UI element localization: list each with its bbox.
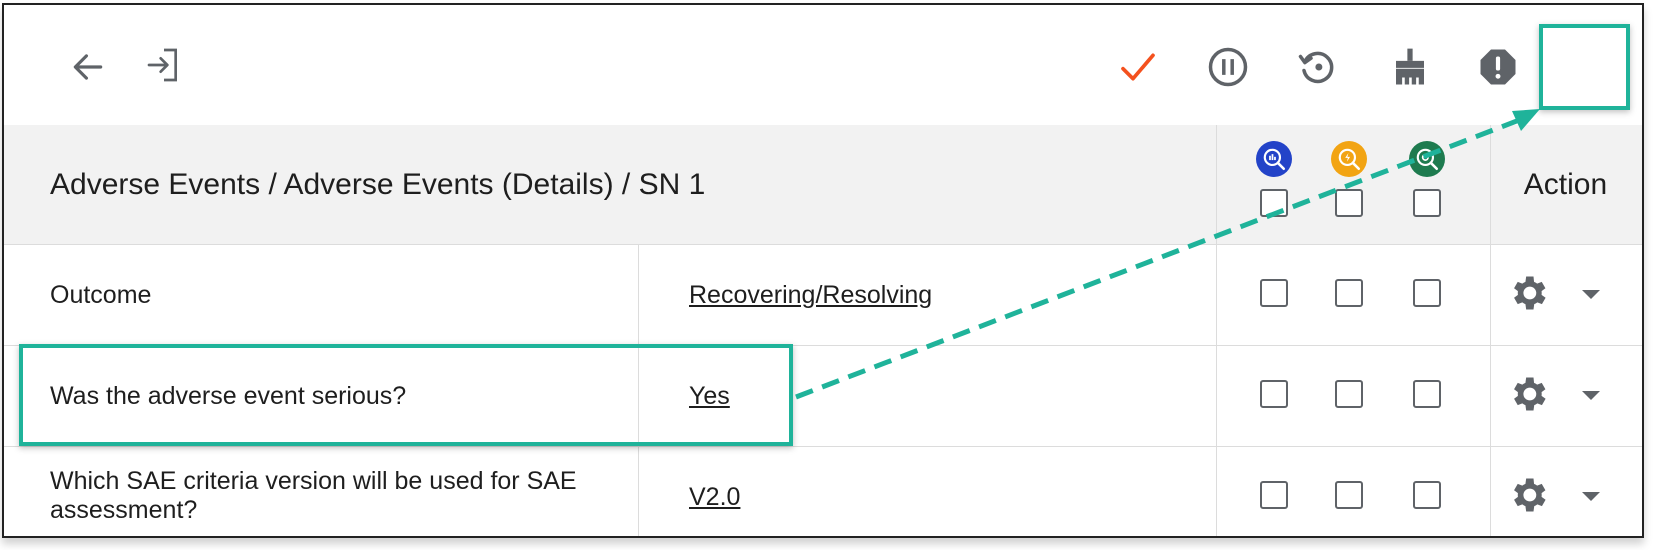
pause-button[interactable] [1204,43,1252,91]
row-checkbox-blue[interactable] [1260,481,1288,509]
row-checkbox-blue[interactable] [1260,380,1288,408]
table-row: Outcome Recovering/Resolving [4,245,1642,346]
checkmark-icon [1121,53,1155,81]
chevron-down-icon[interactable] [1582,391,1600,400]
magnifier-bolt-icon [1338,148,1361,171]
row-question: Was the adverse event serious? [50,382,407,410]
query-orange-icon[interactable] [1331,141,1367,177]
gear-icon[interactable] [1506,473,1550,517]
table-header-row: Adverse Events / Adverse Events (Details… [4,125,1642,245]
row-answer-link[interactable]: Yes [689,382,730,410]
alert-button[interactable] [1474,43,1522,91]
restore-icon [1298,51,1334,84]
alert-button-highlight [1539,24,1630,110]
back-button[interactable] [66,45,110,89]
enter-button[interactable] [142,43,186,87]
save-check-button[interactable] [1116,45,1160,89]
row-checkbox-green[interactable] [1413,481,1441,509]
magnifier-chart-icon [1263,148,1286,171]
action-column-header: Action [1523,168,1608,201]
query-blue-icon[interactable] [1256,141,1292,177]
alert-octagon-icon [1480,49,1516,85]
screenshot-frame: Adverse Events / Adverse Events (Details… [2,3,1644,538]
breadcrumb: Adverse Events / Adverse Events (Details… [50,168,706,201]
gear-icon[interactable] [1506,372,1550,416]
chevron-down-icon[interactable] [1582,290,1600,299]
table-row: Which SAE criteria version will be used … [4,447,1642,536]
column-divider [1216,125,1217,536]
header-checkbox-orange[interactable] [1335,189,1363,217]
toolbar [4,5,1642,125]
clean-button[interactable] [1386,43,1434,91]
row-question: Which SAE criteria version will be used … [50,467,577,524]
query-green-icon[interactable] [1409,141,1445,177]
row-checkbox-orange[interactable] [1335,481,1363,509]
arrow-left-icon [73,54,103,80]
history-button[interactable] [1294,43,1342,91]
column-divider [638,245,639,536]
row-answer-link[interactable]: V2.0 [689,483,741,511]
row-checkbox-green[interactable] [1413,380,1441,408]
sign-in-icon [147,48,177,82]
row-checkbox-orange[interactable] [1335,380,1363,408]
header-checkbox-green[interactable] [1413,189,1441,217]
row-question: Outcome [50,281,152,309]
row-answer-link[interactable]: Recovering/Resolving [689,281,933,309]
header-checkbox-blue[interactable] [1260,189,1288,217]
row-checkbox-green[interactable] [1413,279,1441,307]
row-checkbox-blue[interactable] [1260,279,1288,307]
serious-row-highlight [19,344,793,446]
magnifier-search-icon [1416,148,1439,171]
broom-icon [1396,48,1424,85]
gear-icon[interactable] [1506,271,1550,315]
row-checkbox-orange[interactable] [1335,279,1363,307]
column-divider [1490,125,1491,536]
pause-circle-icon [1208,47,1248,87]
chevron-down-icon[interactable] [1582,492,1600,501]
